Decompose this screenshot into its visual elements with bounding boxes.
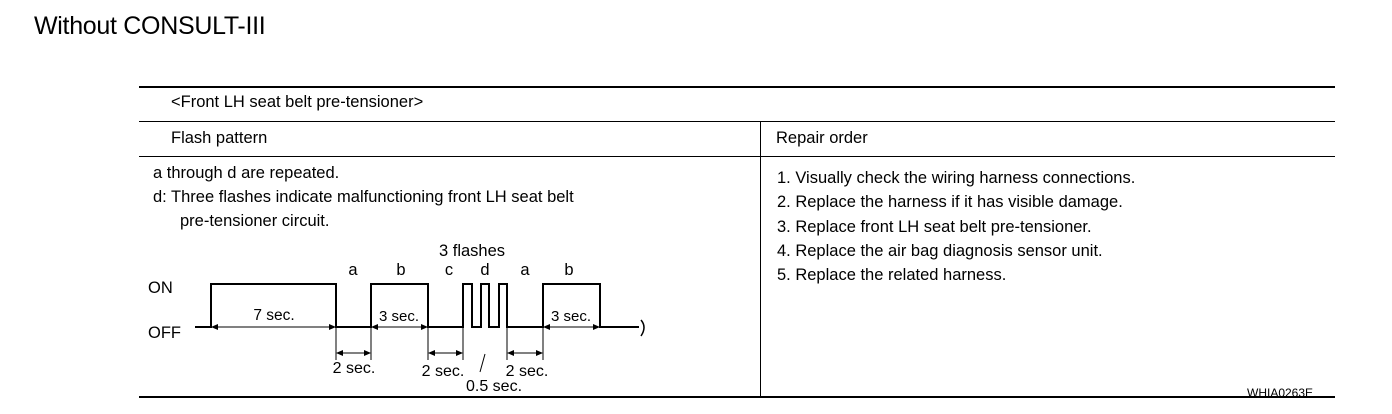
note-repeat: a through d are repeated. — [153, 164, 340, 182]
header-divider — [139, 156, 1335, 157]
column-header-flash-pattern: Flash pattern — [171, 129, 268, 147]
repair-step: 3. Replace front LH seat belt pre-tensio… — [777, 217, 1092, 236]
segment-label: b — [396, 261, 405, 279]
section-title: <Front LH seat belt pre-tensioner> — [171, 93, 424, 111]
column-divider — [760, 122, 761, 398]
diagnosis-table: <Front LH seat belt pre-tensioner> Flash… — [139, 86, 1335, 400]
duration-label-7sec: 7 sec. — [253, 307, 294, 324]
column-header-repair-order: Repair order — [776, 129, 868, 147]
segment-label: d — [480, 261, 489, 279]
segment-label: a — [520, 261, 530, 279]
flash-pattern-diagram: ON OFF 3 flashes a b c d a b 7 sec. 3 se… — [148, 242, 645, 395]
repair-step: 2. Replace the harness if it has visible… — [777, 193, 1123, 212]
section-divider — [139, 121, 1335, 122]
duration-label-a2: 2 sec. — [506, 363, 549, 380]
duration-label-pulse: 0.5 sec. — [466, 378, 522, 395]
continuation-mark — [640, 319, 645, 337]
duration-label-b2: 3 sec. — [551, 308, 591, 325]
table-top-rule — [139, 86, 1335, 88]
repair-order-list: 1. Visually check the wiring harness con… — [777, 166, 1135, 287]
flash-waveform — [195, 283, 639, 328]
repair-step: 1. Visually check the wiring harness con… — [777, 169, 1136, 187]
duration-label-c: 2 sec. — [422, 363, 465, 380]
repair-step: 5. Replace the related harness. — [777, 266, 1007, 285]
level-off-label: OFF — [148, 324, 181, 342]
table-bottom-rule — [139, 396, 1335, 398]
segment-label: c — [445, 261, 453, 279]
pulse-pointer — [479, 353, 486, 373]
repair-step: 4. Replace the air bag diagnosis sensor … — [777, 241, 1103, 260]
duration-label-a: 2 sec. — [333, 360, 376, 377]
duration-label-b: 3 sec. — [379, 308, 419, 325]
note-circuit: pre-tensioner circuit. — [180, 212, 330, 230]
level-on-label: ON — [148, 279, 173, 297]
segment-label: a — [348, 261, 358, 279]
note-three-flashes: d: Three flashes indicate malfunctioning… — [153, 188, 574, 206]
segment-label: b — [564, 261, 573, 279]
figure-code: WHIA0263E — [1247, 386, 1314, 400]
three-flashes-label: 3 flashes — [439, 242, 505, 260]
page-heading: Without CONSULT-III — [34, 12, 266, 40]
